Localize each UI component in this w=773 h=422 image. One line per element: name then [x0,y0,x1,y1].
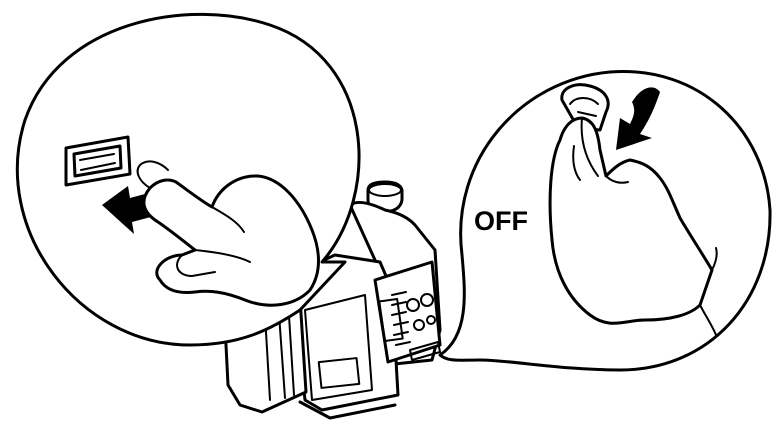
fuel-valve-callout: OFF [440,71,770,370]
off-label: OFF [474,206,528,236]
main-switch-callout [17,14,359,345]
